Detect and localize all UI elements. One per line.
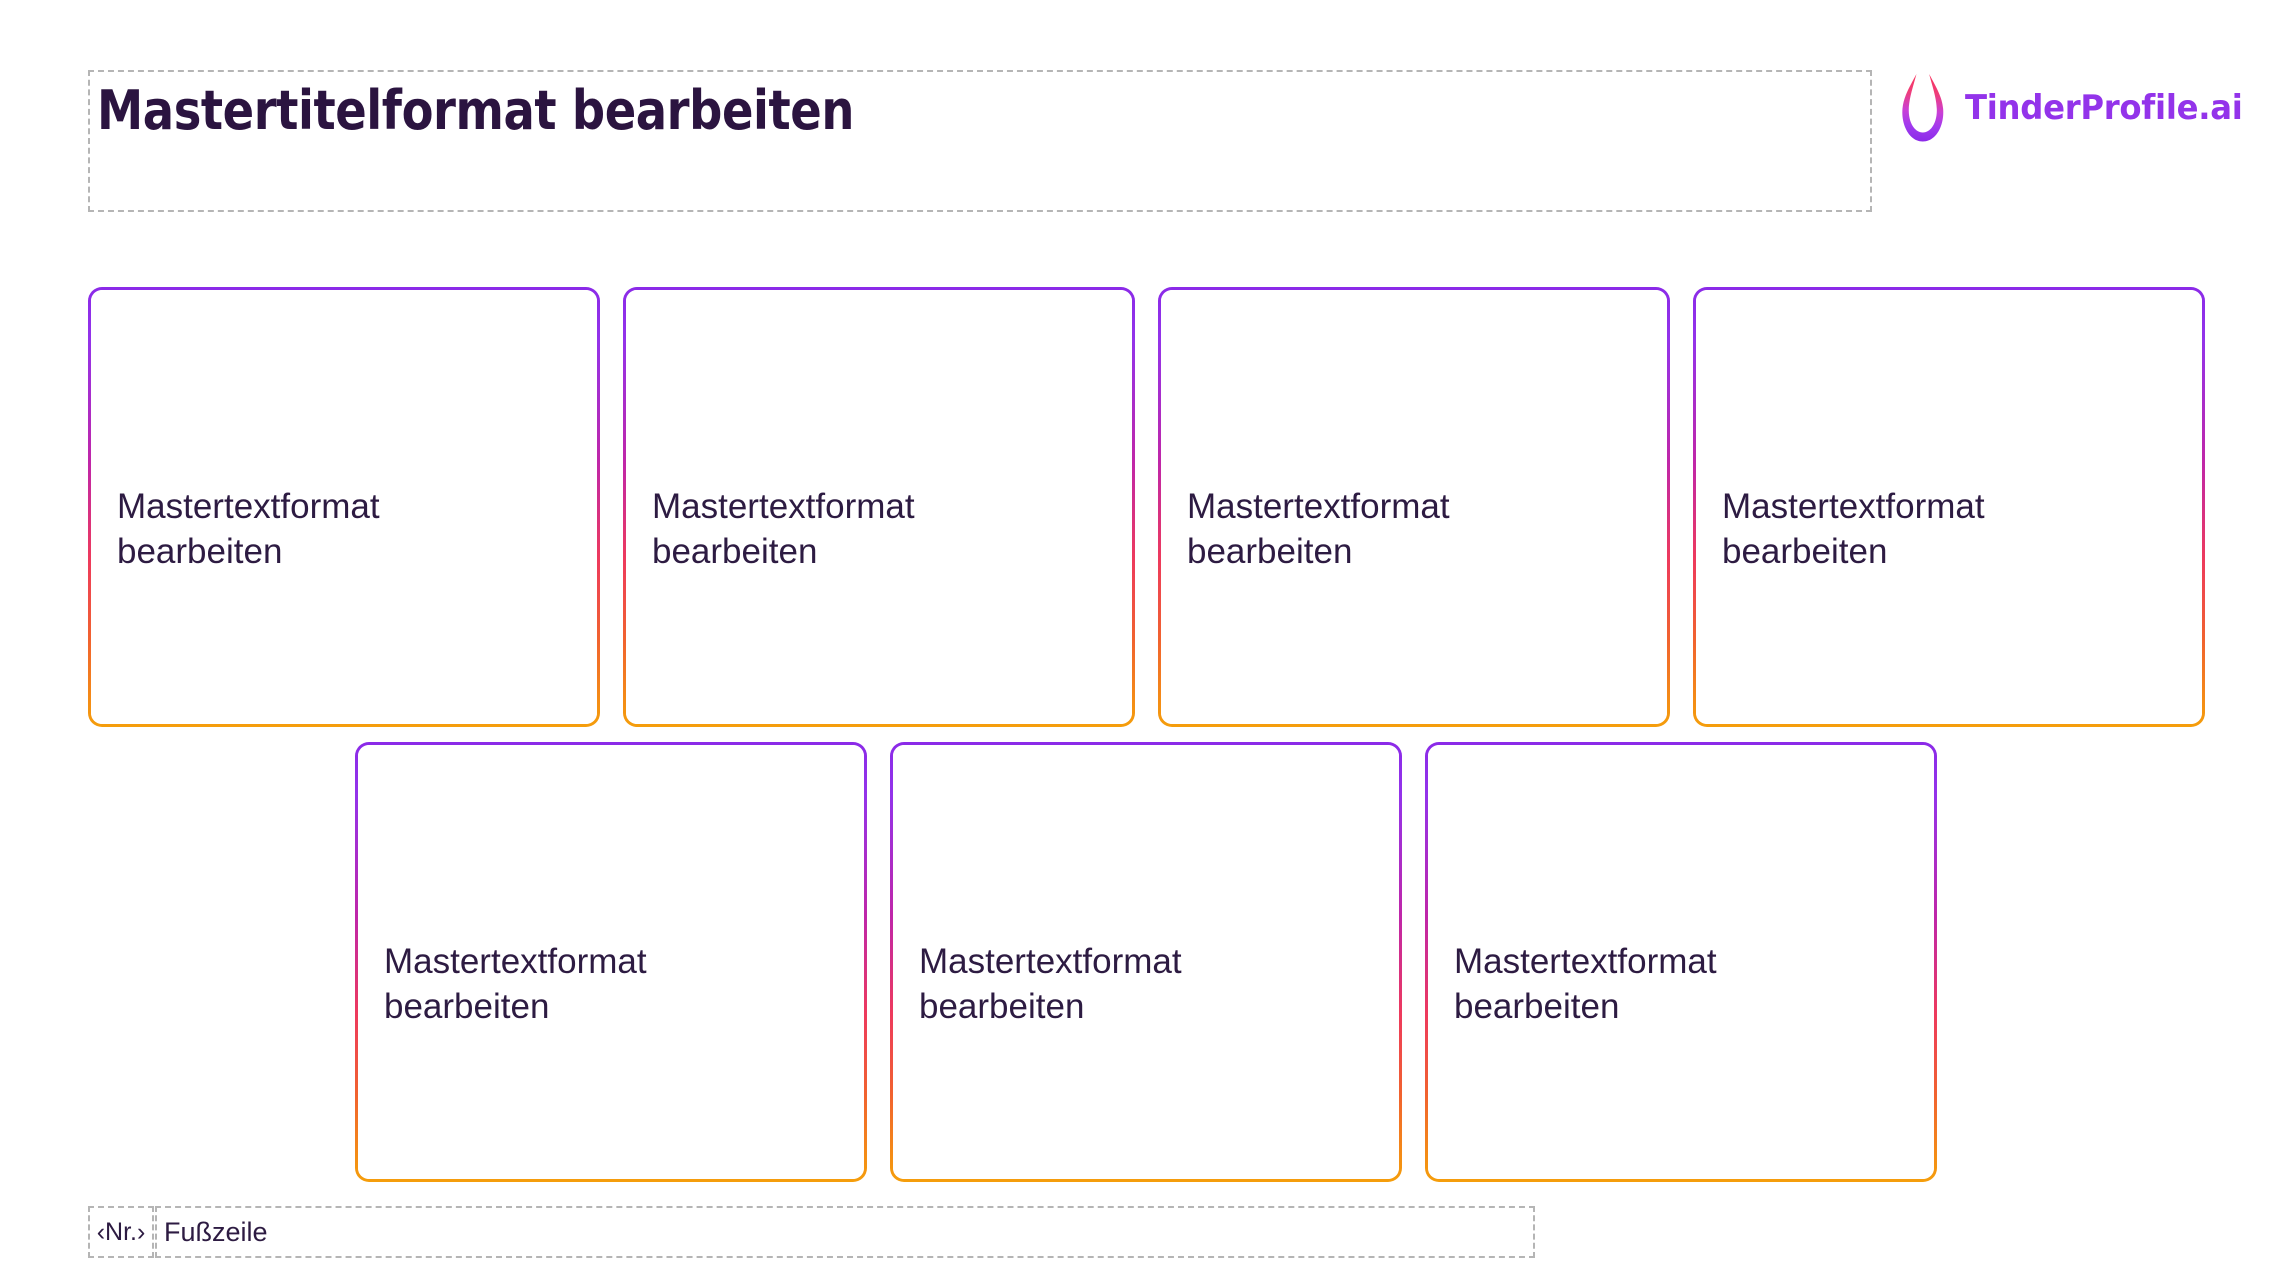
- content-card[interactable]: Mastertextformat bearbeiten: [1425, 742, 1937, 1182]
- flame-icon: [1895, 72, 1951, 144]
- card-inner: Mastertextformat bearbeiten: [1696, 290, 2202, 724]
- card-inner: Mastertextformat bearbeiten: [1161, 290, 1667, 724]
- title-placeholder[interactable]: Mastertitelformat bearbeiten: [88, 70, 1872, 212]
- page-title: Mastertitelformat bearbeiten: [97, 79, 854, 142]
- content-card[interactable]: Mastertextformat bearbeiten: [623, 287, 1135, 727]
- card-text: Mastertextformat bearbeiten: [1722, 487, 1985, 571]
- slide-number-placeholder[interactable]: ‹Nr.›: [88, 1206, 154, 1258]
- content-card[interactable]: Mastertextformat bearbeiten: [1158, 287, 1670, 727]
- card-inner: Mastertextformat bearbeiten: [893, 745, 1399, 1179]
- card-text: Mastertextformat bearbeiten: [1187, 487, 1450, 571]
- brand-name: TinderProfile.ai: [1965, 88, 2243, 128]
- content-card[interactable]: Mastertextformat bearbeiten: [1693, 287, 2205, 727]
- card-inner: Mastertextformat bearbeiten: [91, 290, 597, 724]
- card-text: Mastertextformat bearbeiten: [384, 942, 647, 1026]
- card-text: Mastertextformat bearbeiten: [652, 487, 915, 571]
- content-card[interactable]: Mastertextformat bearbeiten: [890, 742, 1402, 1182]
- footer-placeholder[interactable]: Fußzeile: [155, 1206, 1535, 1258]
- content-card[interactable]: Mastertextformat bearbeiten: [355, 742, 867, 1182]
- card-text: Mastertextformat bearbeiten: [117, 487, 380, 571]
- slide-number-text: ‹Nr.›: [96, 1217, 146, 1246]
- card-inner: Mastertextformat bearbeiten: [626, 290, 1132, 724]
- footer-text: Fußzeile: [164, 1216, 268, 1247]
- card-text: Mastertextformat bearbeiten: [919, 942, 1182, 1026]
- card-inner: Mastertextformat bearbeiten: [1428, 745, 1934, 1179]
- card-inner: Mastertextformat bearbeiten: [358, 745, 864, 1179]
- brand-logo: TinderProfile.ai: [1895, 72, 2257, 144]
- card-text: Mastertextformat bearbeiten: [1454, 942, 1717, 1026]
- content-card[interactable]: Mastertextformat bearbeiten: [88, 287, 600, 727]
